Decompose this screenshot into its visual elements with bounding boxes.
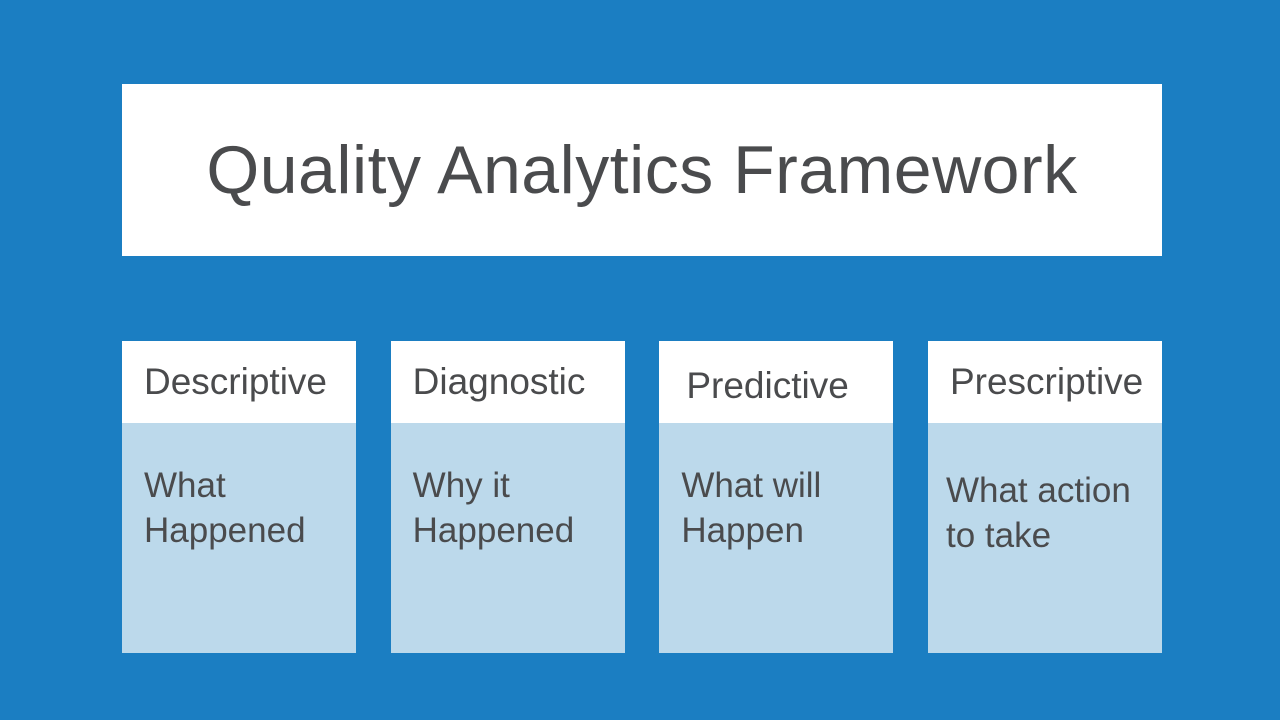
card-predictive: Predictive What will Happen bbox=[659, 341, 894, 653]
card-body: What action to take bbox=[927, 423, 1162, 653]
card-title: Diagnostic bbox=[412, 361, 586, 402]
card-title: Predictive bbox=[686, 365, 849, 406]
card-description: What action to take bbox=[945, 471, 1131, 555]
card-description: What will Happen bbox=[681, 466, 822, 550]
card-descriptive: Descriptive What Happened bbox=[122, 341, 356, 653]
card-prescriptive: Prescriptive What action to take bbox=[927, 341, 1162, 653]
card-body: What will Happen bbox=[659, 423, 894, 653]
card-body: Why it Happened bbox=[390, 423, 625, 653]
card-body: What Happened bbox=[122, 423, 356, 653]
card-description: Why it Happened bbox=[412, 466, 575, 550]
analytics-cards-row: Descriptive What Happened Diagnostic Why… bbox=[122, 341, 1162, 653]
card-diagnostic: Diagnostic Why it Happened bbox=[390, 341, 625, 653]
card-header: Predictive bbox=[659, 341, 894, 423]
card-header: Descriptive bbox=[122, 341, 356, 423]
card-header: Prescriptive bbox=[927, 341, 1162, 423]
title-panel: Quality Analytics Framework bbox=[122, 84, 1162, 256]
slide-title: Quality Analytics Framework bbox=[206, 132, 1078, 208]
card-title: Prescriptive bbox=[949, 361, 1144, 402]
card-title: Descriptive bbox=[144, 361, 327, 402]
card-header: Diagnostic bbox=[390, 341, 625, 423]
card-description: What Happened bbox=[144, 466, 306, 550]
